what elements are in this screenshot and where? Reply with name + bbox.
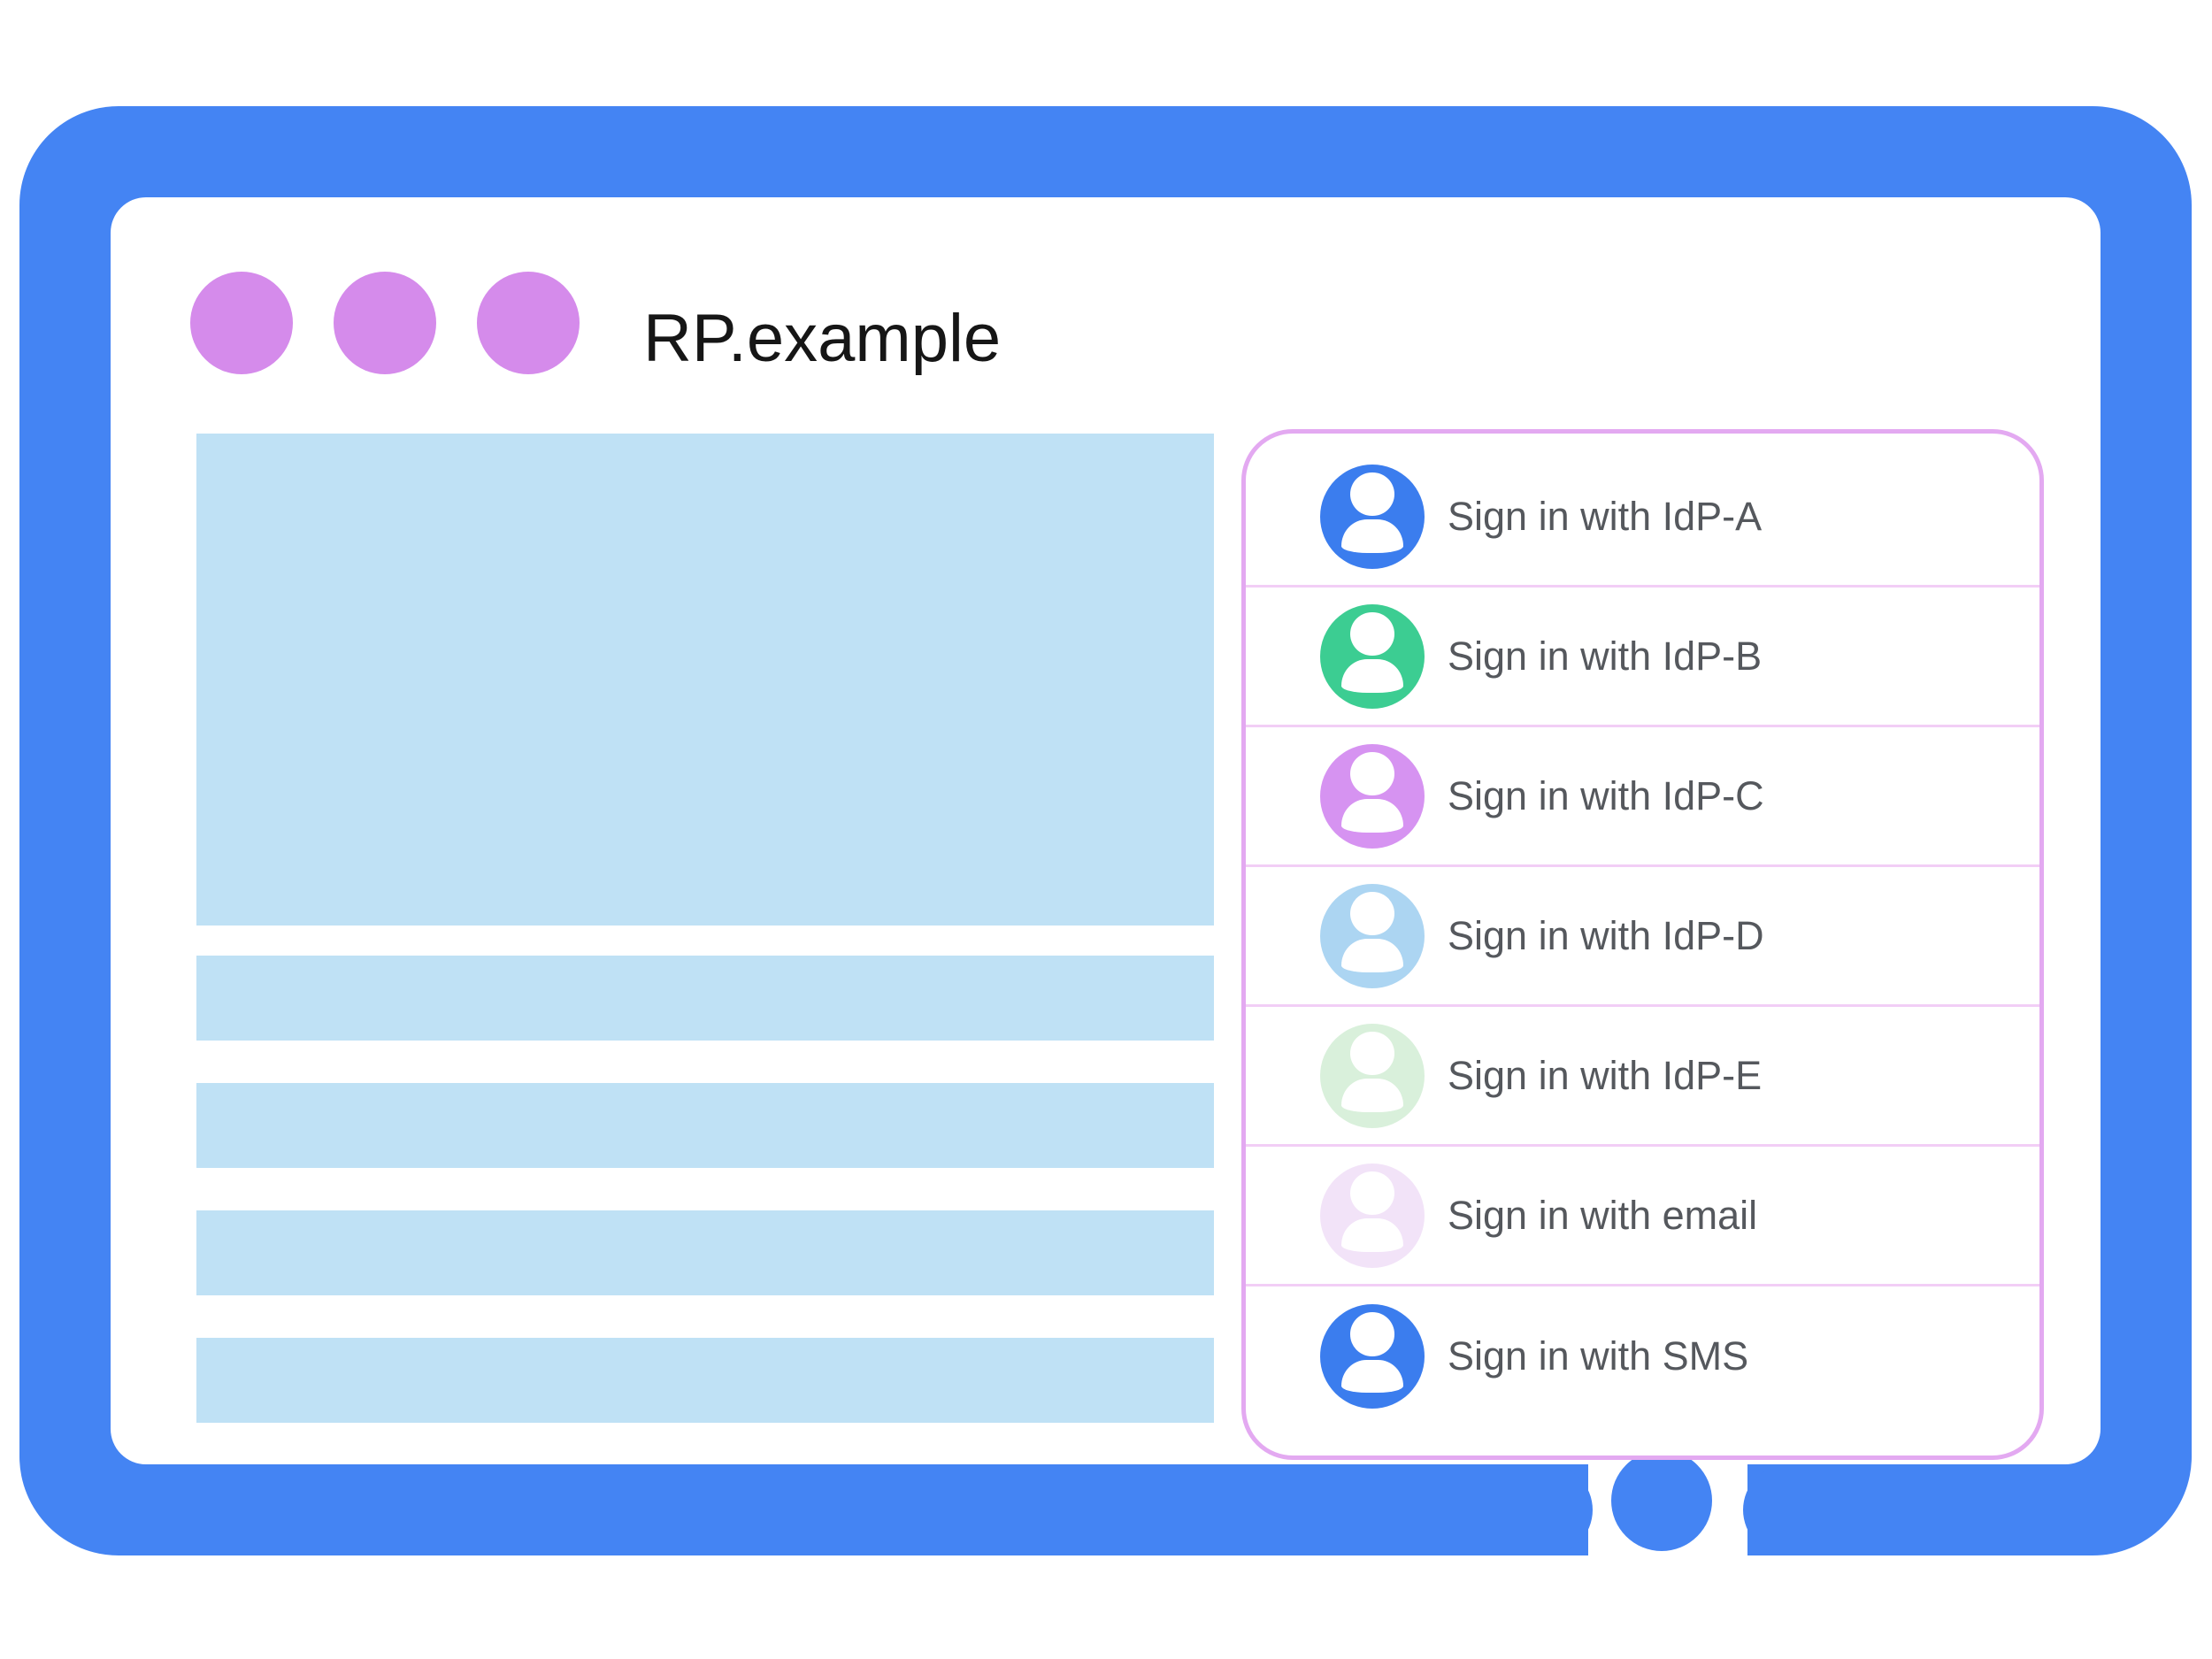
content-placeholder-hero bbox=[196, 434, 1214, 926]
person-icon bbox=[1320, 1023, 1425, 1128]
signin-option-label: Sign in with IdP-B bbox=[1448, 633, 1763, 679]
window-control-dot[interactable] bbox=[190, 272, 293, 374]
person-icon bbox=[1320, 883, 1425, 988]
signin-option-label: Sign in with email bbox=[1448, 1192, 1758, 1238]
signin-option-email[interactable]: Sign in with email bbox=[1246, 1147, 2039, 1286]
signin-option-label: Sign in with IdP-D bbox=[1448, 912, 1764, 958]
signin-option-idp-c[interactable]: Sign in with IdP-C bbox=[1246, 727, 2039, 867]
person-icon bbox=[1320, 1304, 1425, 1409]
signin-option-idp-a[interactable]: Sign in with IdP-A bbox=[1246, 448, 2039, 588]
person-icon bbox=[1320, 464, 1425, 569]
window-control-dot[interactable] bbox=[334, 272, 436, 374]
window-control-dot[interactable] bbox=[477, 272, 580, 374]
person-icon bbox=[1320, 603, 1425, 709]
fedcm-signin-dialog: Sign in with IdP-A Sign in with IdP-B Si… bbox=[1241, 429, 2044, 1460]
signin-option-idp-d[interactable]: Sign in with IdP-D bbox=[1246, 867, 2039, 1007]
content-placeholder-line bbox=[196, 1338, 1214, 1423]
person-icon bbox=[1320, 1163, 1425, 1268]
signin-option-idp-b[interactable]: Sign in with IdP-B bbox=[1246, 588, 2039, 727]
frame-notch-circle bbox=[1611, 1450, 1712, 1551]
frame-bottom-right-segment bbox=[1743, 1464, 1845, 1555]
signin-option-label: Sign in with IdP-E bbox=[1448, 1052, 1763, 1098]
signin-option-idp-e[interactable]: Sign in with IdP-E bbox=[1246, 1007, 2039, 1147]
signin-option-label: Sign in with SMS bbox=[1448, 1333, 1749, 1379]
content-placeholder-line bbox=[196, 1210, 1214, 1295]
content-placeholder-line bbox=[196, 956, 1214, 1041]
signin-option-label: Sign in with IdP-C bbox=[1448, 772, 1764, 818]
signin-option-sms[interactable]: Sign in with SMS bbox=[1246, 1286, 2039, 1426]
page-title: RP.example bbox=[643, 300, 1002, 376]
content-placeholder-line bbox=[196, 1083, 1214, 1168]
signin-option-label: Sign in with IdP-A bbox=[1448, 493, 1763, 539]
frame-bottom-left-segment bbox=[1491, 1464, 1593, 1555]
person-icon bbox=[1320, 743, 1425, 849]
